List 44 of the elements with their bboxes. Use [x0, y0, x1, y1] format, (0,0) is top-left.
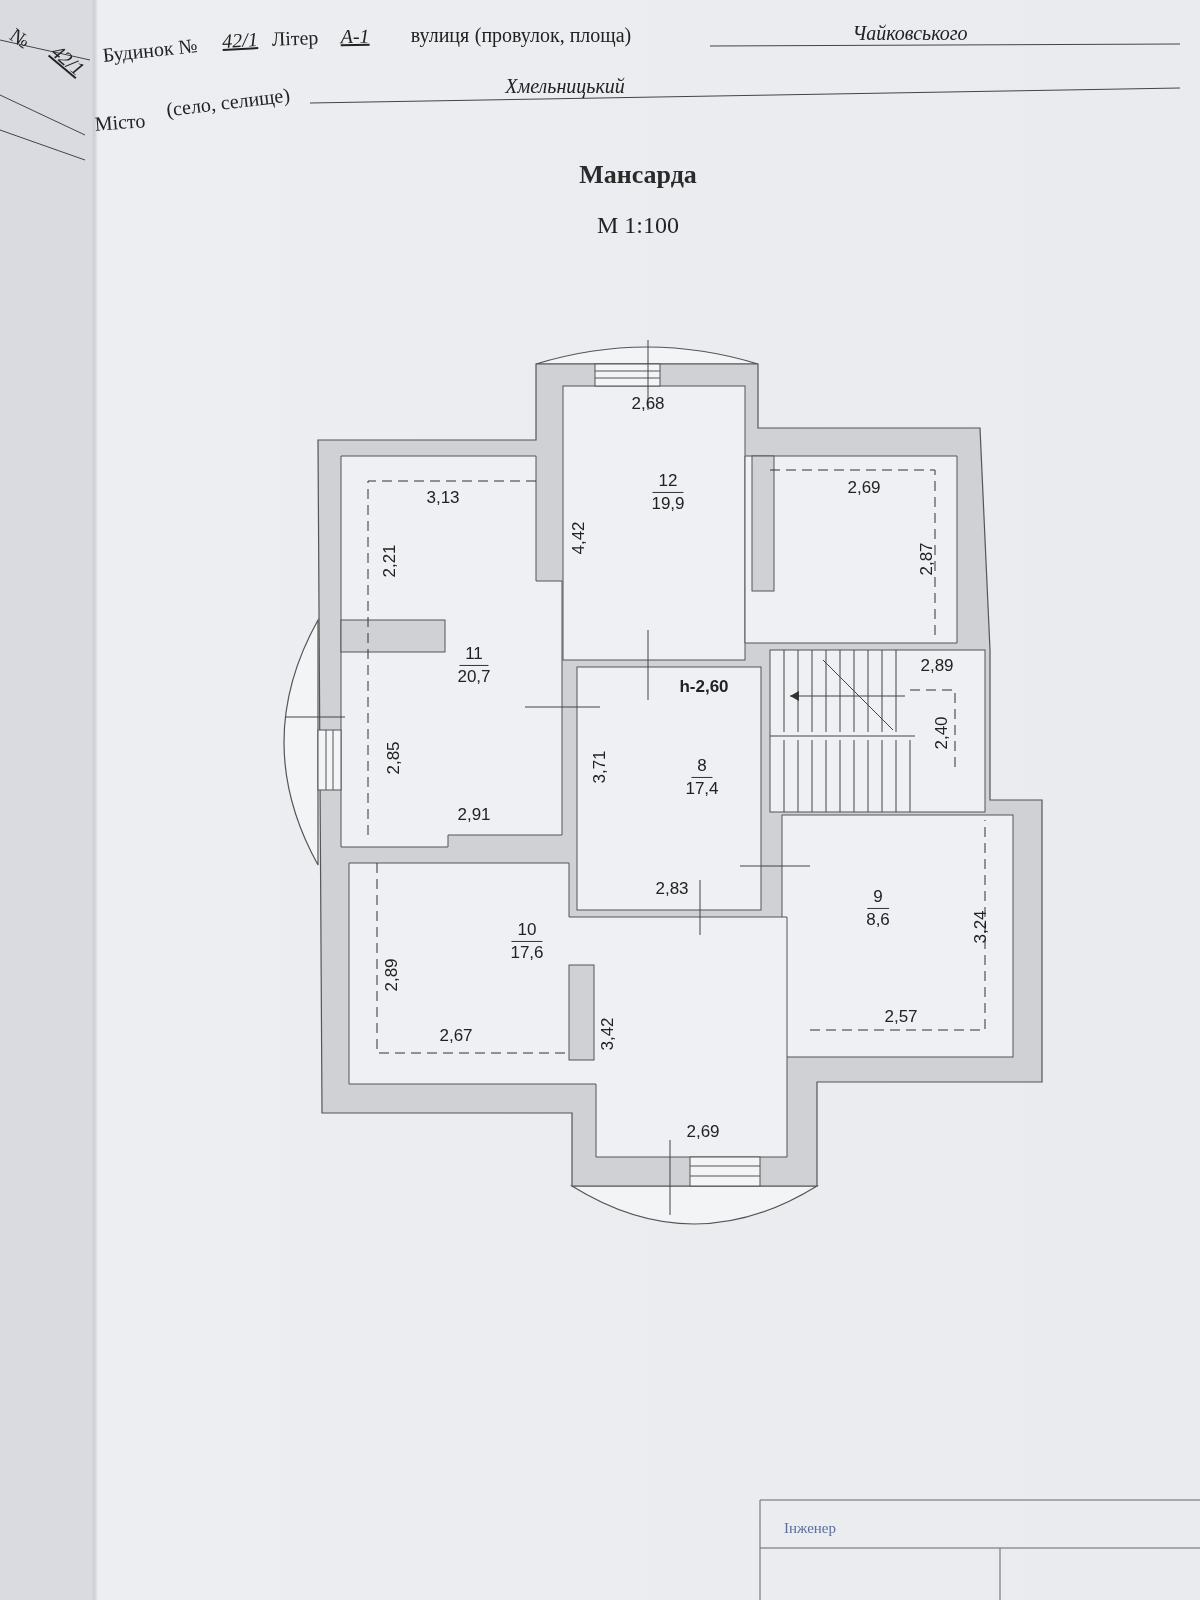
- dimension-text: 3,24: [971, 910, 989, 944]
- scale-note: М 1:100: [597, 213, 679, 237]
- field-label: Будинок №: [101, 35, 199, 65]
- room-number: 8: [691, 755, 713, 778]
- room-area: 19,9: [651, 492, 685, 514]
- dimension-text: 3,71: [590, 750, 608, 784]
- dimension-text: 4,42: [569, 521, 587, 555]
- room-number: 9: [867, 886, 889, 909]
- dimension-text: 2,40: [932, 716, 950, 750]
- room-number: 12: [652, 470, 684, 493]
- room-number: 11: [459, 643, 489, 666]
- number-sign: №: [6, 24, 34, 52]
- dimension-text: 2,69: [847, 478, 881, 496]
- dimension-text: 3,42: [598, 1017, 616, 1051]
- height-note: h-2,60: [679, 677, 729, 695]
- field-label: вулиця: [410, 25, 470, 45]
- dimension-text: 2,57: [884, 1007, 918, 1025]
- dimension-text: 3,13: [426, 488, 460, 506]
- dimension-text: 2,67: [439, 1026, 473, 1044]
- dimension-text: 2,69: [686, 1122, 720, 1140]
- dimension-text: 2,89: [382, 958, 400, 992]
- room-number: 10: [511, 919, 543, 942]
- field-label: (село, селище): [165, 84, 291, 120]
- room-area: 8,6: [866, 908, 890, 930]
- plan-title: Мансарда: [579, 160, 697, 190]
- room-area: 17,4: [685, 777, 719, 799]
- handwritten-value: Чайковського: [852, 23, 968, 43]
- field-label: Місто: [94, 110, 146, 134]
- signature-field-label: Інженер: [784, 1520, 836, 1536]
- field-label: Літер: [271, 27, 319, 49]
- dimension-text: 2,91: [457, 805, 491, 823]
- dimension-text: 2,83: [655, 879, 689, 897]
- dimension-text: 2,21: [380, 544, 398, 578]
- handwritten-number: 42/1: [47, 40, 89, 80]
- dimension-text: 2,89: [920, 656, 954, 674]
- handwritten-number: 42/1: [221, 29, 259, 51]
- room-area: 20,7: [457, 665, 491, 687]
- room-area: 17,6: [510, 941, 544, 963]
- dimension-text: 2,85: [384, 741, 402, 775]
- field-label: (провулок, площа): [474, 25, 632, 45]
- dimension-text: 2,68: [631, 394, 665, 412]
- handwritten-value: А-1: [340, 25, 370, 47]
- dimension-text: 2,87: [917, 542, 935, 576]
- handwritten-value: Хмельницький: [505, 76, 625, 96]
